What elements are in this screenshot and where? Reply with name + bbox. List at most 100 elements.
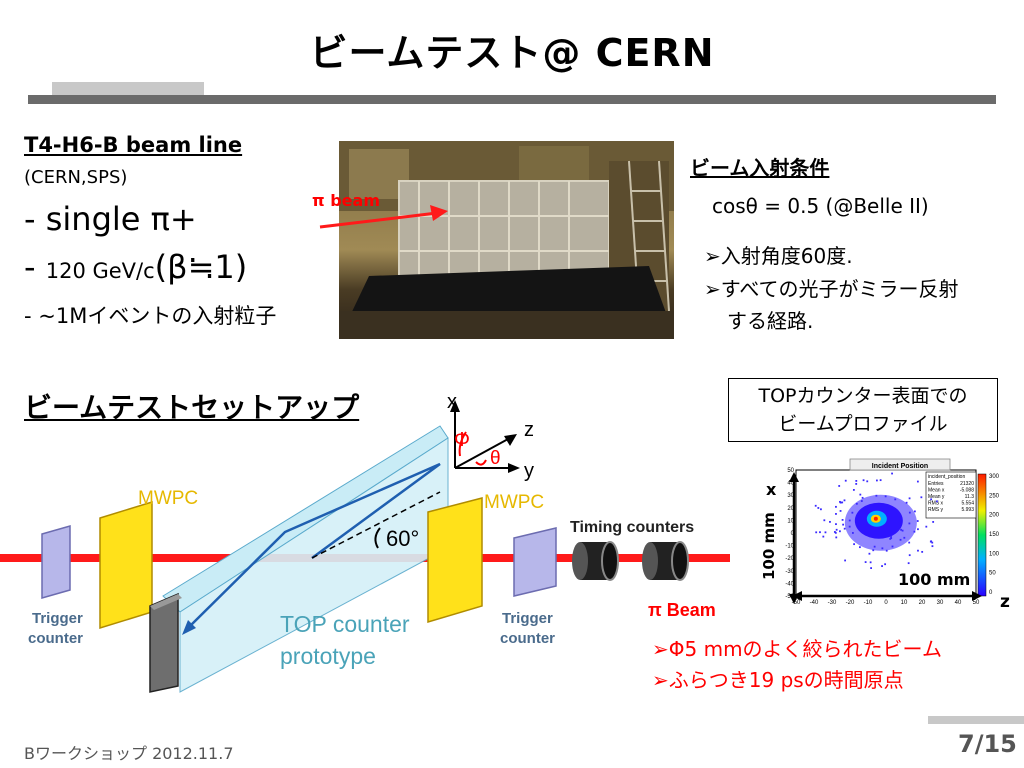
y-tick-label: 20 — [787, 506, 794, 512]
scatter-point — [841, 519, 844, 521]
trigger-left-label-2: counter — [28, 630, 83, 647]
scatter-point — [890, 535, 892, 538]
scatter-point — [815, 531, 818, 534]
result-beam-size: ➢Φ5 mmのよく絞られたビーム — [652, 637, 942, 661]
z-tick-label: 150 — [989, 532, 1000, 538]
scatter-point — [885, 549, 888, 552]
title-divider — [28, 95, 996, 104]
timing-counters-label: Timing counters — [570, 519, 694, 536]
x-tick-label: -40 — [810, 600, 819, 606]
scatter-point — [859, 493, 862, 496]
x-tick-label: -20 — [846, 600, 855, 606]
scatter-point — [839, 500, 841, 503]
scatter-point — [855, 480, 858, 482]
scatter-point — [931, 541, 934, 544]
scatter-point — [855, 502, 858, 505]
theta-label: θ — [490, 448, 501, 469]
trigger-left-label-1: Trigger — [32, 610, 83, 627]
stats-value: 21320 — [960, 481, 974, 487]
axis-z-label: z — [524, 419, 534, 441]
scatter-point — [814, 504, 817, 507]
scatter-point — [879, 479, 882, 482]
x-tick-label: 40 — [955, 600, 962, 606]
photo-beam-label: π beam — [312, 191, 380, 210]
scatter-point — [930, 498, 933, 501]
mwpc-left — [99, 500, 153, 630]
footer-text: Bワークショップ 2012.11.7 — [24, 744, 234, 763]
profile-caption-line2: ビームプロファイル — [778, 413, 948, 435]
stats-key: RMS x — [928, 501, 944, 507]
scatter-point — [920, 496, 923, 499]
x-tick-label: 30 — [937, 600, 944, 606]
z-tick-label: 300 — [989, 474, 1000, 480]
x-tick-label: 50 — [973, 600, 980, 606]
scatter-point — [881, 547, 884, 550]
axis-x-label: x — [447, 391, 457, 413]
scatter-point — [843, 499, 846, 502]
momentum-beta: (β≒1) — [154, 248, 248, 286]
scatter-point — [848, 525, 851, 528]
scatter-point — [853, 543, 855, 546]
scatter-point — [908, 522, 911, 525]
scatter-point — [916, 480, 919, 483]
scatter-point — [900, 528, 902, 531]
y-tick-label: -30 — [785, 569, 794, 575]
scatter-point — [835, 536, 838, 539]
scatter-point — [824, 531, 827, 534]
scatter-point — [907, 562, 910, 565]
beamline-events: - ~1Mイベントの入射粒子 — [24, 304, 277, 328]
scatter-point — [925, 525, 928, 528]
result-time-origin: ➢ふらつき19 psの時間原点 — [652, 668, 904, 692]
profile-histogram: Incident Position incident_position Entr… — [760, 456, 1022, 608]
trigger-right-label-2: counter — [500, 630, 555, 647]
scatter-point — [817, 507, 820, 509]
angle-label: 60° — [386, 526, 419, 551]
scatter-point — [913, 510, 916, 513]
scatter-point — [908, 497, 911, 500]
beamline-photo — [339, 141, 674, 339]
x-tick-label: -30 — [828, 600, 837, 606]
z-tick-label: 100 — [989, 551, 1000, 557]
trigger-counter-left — [41, 525, 71, 599]
conditions-bullet-mirror: ➢すべての光子がミラー反射 — [704, 277, 959, 301]
timing-counter-2 — [642, 541, 689, 581]
scatter-point — [844, 559, 847, 562]
scatter-point — [884, 495, 887, 498]
x-tick-label: -10 — [864, 600, 873, 606]
scatter-point — [834, 531, 837, 534]
x-tick-label: 10 — [901, 600, 908, 606]
scatter-point — [903, 536, 906, 539]
hist-title: Incident Position — [872, 463, 928, 470]
scatter-point — [891, 472, 893, 475]
scatter-point — [822, 535, 825, 538]
stats-value: 11.3 — [965, 494, 975, 500]
photon-path — [185, 462, 441, 631]
mwpc-right-label: MWPC — [484, 492, 544, 513]
stats-name: incident_position — [928, 474, 965, 480]
scatter-point — [876, 479, 878, 482]
scatter-point — [881, 565, 883, 567]
mwpc-right — [427, 497, 483, 624]
title-accent-bar — [52, 82, 204, 95]
scatter-point — [921, 550, 924, 553]
z-tick-label: 200 — [989, 513, 1000, 519]
scatter-point — [908, 541, 911, 544]
scatter-point — [842, 523, 845, 526]
profile-caption-line1: TOPカウンター表面での — [758, 385, 968, 407]
scatter-point — [835, 528, 838, 531]
scatter-point — [859, 546, 861, 549]
hist-dimension-arrows — [789, 472, 982, 604]
stats-key: Mean x — [928, 488, 945, 494]
scatter-point — [894, 498, 897, 501]
setup-title: ビームテストセットアップ — [24, 391, 360, 424]
scatter-point — [931, 545, 934, 548]
y-tick-label: 30 — [787, 493, 794, 499]
photo-illustration — [339, 141, 674, 339]
y-tick-label: -20 — [785, 556, 794, 562]
conditions-cos: cosθ = 0.5 (@Belle II) — [712, 194, 929, 218]
scatter-point — [851, 532, 854, 534]
scatter-point — [839, 530, 841, 533]
scatter-point — [833, 531, 836, 533]
stats-value: 5.554 — [961, 501, 974, 507]
